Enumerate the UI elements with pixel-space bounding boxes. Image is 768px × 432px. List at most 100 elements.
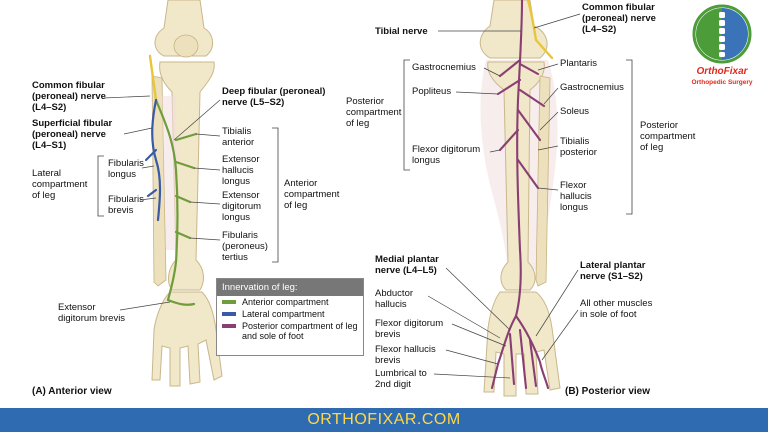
spine-logo-icon: [692, 4, 752, 64]
label-abductor-hallucis-line2: hallucis: [375, 299, 407, 310]
label-common-fibular-line1: Common fibular: [32, 80, 105, 91]
anterior-foot: [151, 291, 223, 387]
brace-posterior-compartment-right: [626, 59, 633, 215]
label-other-muscles-line2: in sole of foot: [580, 309, 637, 320]
label-tibialis-anterior-line2: anterior: [222, 137, 254, 148]
leader-tibialis-posterior: [537, 145, 559, 151]
svg-text:Superficial fibular(peroneal): Superficial fibular(peroneal) nerve(L4–S…: [32, 118, 113, 151]
posterior-leg-drawing: [479, 0, 561, 397]
label-fibularis-tertius-line2: (peroneus): [222, 241, 268, 252]
label-tibial-nerve: Tibial nerve: [375, 26, 428, 37]
label-deep-fibular-line2: nerve (L5–S2): [222, 97, 284, 108]
label-anterior-compartment-line3: of leg: [284, 200, 307, 211]
label-plantaris: Plantaris: [560, 58, 597, 69]
label-lateral-plantar-line1: Lateral plantar: [580, 260, 646, 271]
posterior-fibula: [535, 75, 551, 287]
label-lateral-compartment-line3: of leg: [32, 190, 55, 201]
label-soleus: Soleus: [560, 106, 589, 117]
legend-label-lateral: Lateral compartment: [242, 309, 325, 319]
orthofixar-logo: OrthoFixar Orthopedic Surgery: [680, 4, 764, 96]
leader-post-common-fibular: [533, 13, 581, 29]
label-popliteus: Popliteus: [412, 86, 451, 97]
leader-deep-fibular: [173, 99, 221, 141]
caption-anterior-view: (A) Anterior view: [32, 386, 112, 397]
legend-swatch-lateral: [222, 312, 236, 316]
footer-bar: ORTHOFIXAR.COM: [0, 408, 768, 432]
leader-superficial-fibular: [123, 127, 153, 135]
label-lumbrical-line2: 2nd digit: [375, 379, 411, 390]
anterior-femur: [154, 0, 213, 57]
label-medial-plantar-line2: nerve (L4–L5): [375, 265, 437, 276]
leader-ext-digitorum-brevis: [119, 301, 171, 311]
label-post-common-fibular-line3: (L4–S2): [582, 24, 616, 35]
leader-flexor-digitorum-brevis: [451, 323, 507, 347]
svg-text:Fibularis(peroneus)tertius: Fibularis(peroneus)tertius: [222, 230, 268, 263]
label-posterior-compartment-right-line3: of leg: [640, 142, 663, 153]
anterior-common-fibular-nerve: [148, 54, 158, 102]
label-lumbrical-line1: Lumbrical to: [375, 368, 427, 379]
label-flexor-digitorum-longus-line1: Flexor digitorum: [412, 144, 480, 155]
anterior-left-labels: Common fibular(peroneal) nerve(L4–S2) Su…: [32, 80, 171, 324]
label-flexor-hallucis-brevis-line1: Flexor hallucis: [375, 344, 436, 355]
leader-ext-digitorum-longus: [189, 201, 221, 205]
leg-innervation-illustration: Common fibular(peroneal) nerve(L4–S2) Su…: [32, 0, 696, 397]
leader-common-fibular: [103, 95, 151, 99]
label-flexor-digitorum-brevis-line2: brevis: [375, 329, 401, 340]
leader-flexor-hallucis-brevis: [445, 349, 499, 365]
leader-fibularis-tertius: [189, 237, 221, 241]
label-fibularis-longus-line1: Fibularis: [108, 158, 144, 169]
label-lateral-compartment-line2: compartment: [32, 179, 88, 190]
label-flexor-hallucis-longus-line2: hallucis: [560, 191, 592, 202]
anterior-muscle-shading: [162, 96, 178, 250]
label-lateral-plantar-line2: nerve (S1–S2): [580, 271, 643, 282]
label-ext-digitorum-longus-line3: longus: [222, 212, 250, 223]
leader-other-muscles: [541, 309, 579, 361]
caption-posterior-view: (B) Posterior view: [565, 386, 650, 397]
label-ext-hallucis-longus-line1: Extensor: [222, 154, 260, 165]
label-ext-hallucis-longus-line2: hallucis: [222, 165, 254, 176]
legend-swatch-anterior: [222, 300, 236, 304]
posterior-femur: [479, 0, 548, 59]
footer-site-link[interactable]: ORTHOFIXAR.COM: [307, 411, 461, 428]
leader-plantaris: [537, 63, 559, 71]
label-other-muscles-line1: All other muscles: [580, 298, 653, 309]
posterior-left-labels: Tibial nerve Gastrocnemius Popliteus Pos…: [346, 26, 521, 390]
leader-flexor-hallucis-longus: [537, 187, 559, 191]
label-fibularis-longus-line2: longus: [108, 169, 136, 180]
label-medial-plantar-line1: Medial plantar: [375, 254, 439, 265]
leader-popliteus: [455, 91, 499, 95]
legend-item-lateral: Lateral compartment: [217, 308, 363, 320]
label-gastrocnemius-left: Gastrocnemius: [412, 62, 476, 73]
label-ext-digitorum-brevis-line2: digitorum brevis: [58, 313, 125, 324]
leader-flexor-digitorum-longus: [489, 149, 501, 153]
leader-abductor-hallucis: [427, 295, 501, 339]
label-deep-fibular-line1: Deep fibular (peroneal): [222, 86, 325, 97]
label-superficial-fibular-line2: (peroneal) nerve: [32, 129, 106, 140]
brace-posterior-compartment-left: [403, 59, 410, 171]
anterior-right-labels: Deep fibular (peroneal)nerve (L5–S2) Tib…: [173, 86, 340, 263]
label-ext-hallucis-longus-line3: longus: [222, 176, 250, 187]
label-common-fibular-line2: (peroneal) nerve: [32, 91, 106, 102]
label-ext-digitorum-longus-line2: digitorum: [222, 201, 261, 212]
label-lateral-compartment-line1: Lateral: [32, 168, 61, 179]
svg-text:Deep fibular (peroneal)nerve (: Deep fibular (peroneal)nerve (L5–S2): [222, 86, 325, 108]
posterior-lateral-plantar-nerve: [514, 314, 550, 390]
label-gastrocnemius-right: Gastrocnemius: [560, 82, 624, 93]
label-flexor-digitorum-longus-line2: longus: [412, 155, 440, 166]
legend-label-anterior: Anterior compartment: [242, 297, 329, 307]
legend-item-posterior: Posterior compartment of leg and sole of…: [217, 320, 363, 342]
innervation-legend: Innervation of leg: Anterior compartment…: [216, 278, 364, 356]
leader-lateral-plantar: [535, 269, 579, 337]
